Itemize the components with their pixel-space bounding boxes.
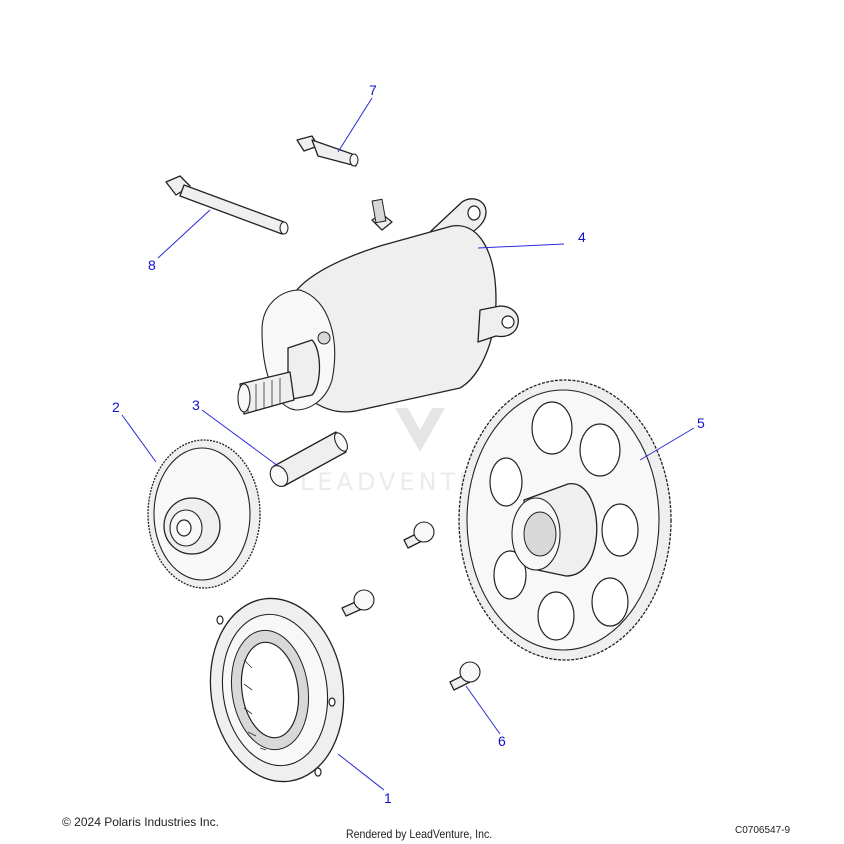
part-8-long-bolt[interactable] (165, 175, 289, 235)
leader-8 (157, 209, 211, 259)
leader-4 (477, 243, 565, 249)
part-6-screw[interactable] (449, 661, 481, 691)
leader-5 (639, 427, 695, 461)
part-3-pin[interactable] (267, 431, 350, 490)
copyright-text: © 2024 Polaris Industries Inc. (62, 815, 219, 829)
leader-7 (337, 97, 373, 153)
leader-6 (465, 685, 501, 735)
callout-6[interactable]: 6 (498, 733, 506, 749)
leader-3 (201, 409, 279, 467)
screw-middle[interactable] (341, 589, 375, 617)
leader-lines (121, 97, 695, 791)
callout-1[interactable]: 1 (384, 790, 392, 806)
callout-7[interactable]: 7 (369, 82, 377, 98)
callout-2[interactable]: 2 (112, 399, 120, 415)
leader-1 (337, 753, 385, 791)
part-1-one-way-clutch[interactable] (199, 590, 355, 791)
part-2-idler-gear[interactable] (147, 439, 261, 589)
screw-upper[interactable] (403, 521, 435, 549)
callout-labels: 7 8 4 3 2 5 6 1 (112, 82, 705, 806)
part-5-starter-gear[interactable] (458, 379, 672, 661)
diagram-code: C0706547-9 (735, 825, 791, 836)
rendered-by-text: Rendered by LeadVenture, Inc. (346, 827, 493, 841)
callout-4[interactable]: 4 (578, 229, 586, 245)
part-7-bolt[interactable] (296, 135, 359, 167)
callout-5[interactable]: 5 (697, 415, 705, 431)
leader-2 (121, 414, 157, 463)
part-4-starter-motor[interactable] (237, 198, 519, 415)
callout-3[interactable]: 3 (192, 397, 200, 413)
callout-8[interactable]: 8 (148, 257, 156, 273)
